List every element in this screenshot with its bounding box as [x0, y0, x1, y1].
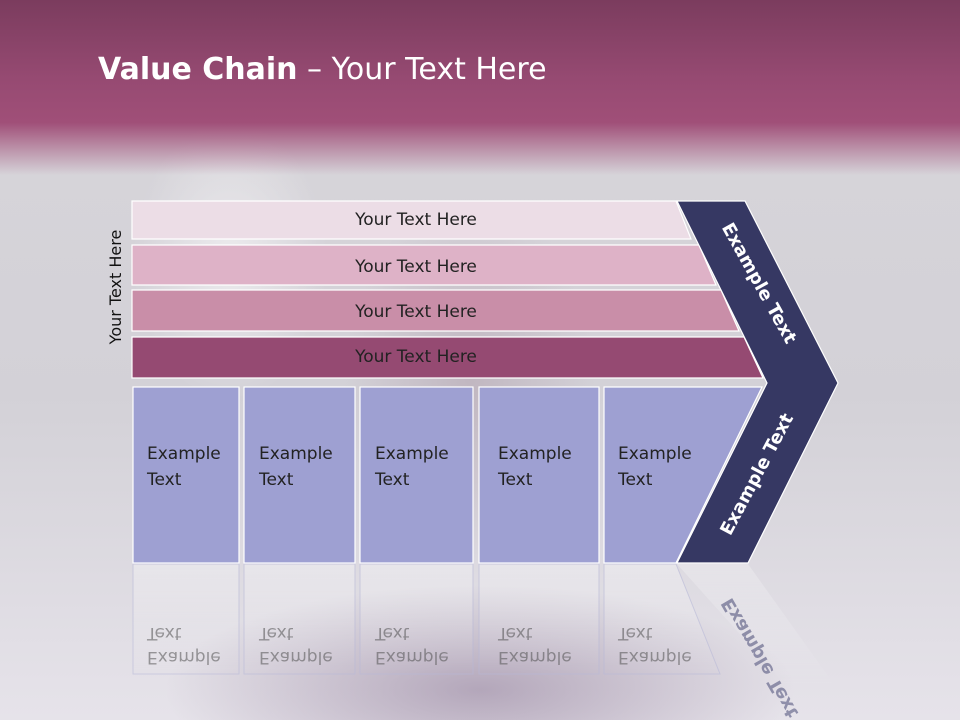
primary-activity-5[interactable]: [603, 386, 763, 564]
title-bold: Value Chain: [98, 52, 298, 87]
reflection-text: Example: [498, 647, 572, 667]
reflection-text: Example: [618, 647, 692, 667]
primary-activity-4-line1: Example: [498, 444, 572, 464]
support-band-3[interactable]: [131, 289, 740, 332]
primary-activity-5-line2: Text: [617, 470, 653, 490]
margin-chevron[interactable]: [676, 200, 839, 564]
reflection-text: Text: [258, 623, 294, 643]
reflection: Example Text Example Text Example Text E…: [132, 563, 838, 720]
primary-activity-5-line1: Example: [618, 444, 692, 464]
primary-activity-3-line2: Text: [374, 470, 410, 490]
primary-activity-4[interactable]: [478, 386, 600, 564]
primary-activity-3[interactable]: [359, 386, 474, 564]
reflection-column: [243, 563, 356, 675]
reflection-column: [478, 563, 600, 675]
reflection-text: Example: [375, 647, 449, 667]
primary-activity-1[interactable]: [132, 386, 240, 564]
reflection-text: Example: [147, 647, 221, 667]
primary-activity-2[interactable]: [243, 386, 356, 564]
title-rest: – Your Text Here: [297, 52, 547, 87]
reflection-column: [132, 563, 240, 675]
title-bar: [0, 0, 960, 175]
reflection-column: [603, 563, 721, 675]
reflection-text: Text: [374, 623, 410, 643]
slide-title[interactable]: Value Chain – Your Text Here: [98, 52, 547, 87]
primary-activity-2-line2: Text: [258, 470, 294, 490]
support-band-3-label: Your Text Here: [354, 302, 477, 322]
reflection-text: Text: [497, 623, 533, 643]
support-band-2[interactable]: [131, 244, 717, 286]
support-band-4[interactable]: [131, 336, 764, 379]
primary-activity-4-line2: Text: [497, 470, 533, 490]
support-band-1-label: Your Text Here: [354, 210, 477, 230]
primary-activity-3-line1: Example: [375, 444, 449, 464]
primary-activity-1-line1: Example: [147, 444, 221, 464]
primary-activity-2-line1: Example: [259, 444, 333, 464]
reflection-text: Text: [146, 623, 182, 643]
support-band-2-label: Your Text Here: [354, 257, 477, 277]
reflection-column: [359, 563, 474, 675]
primary-activity-1-line2: Text: [146, 470, 182, 490]
reflection-chevron: [677, 564, 838, 690]
support-band-1[interactable]: [131, 200, 692, 240]
support-band-4-label: Your Text Here: [354, 347, 477, 367]
reflection-text: Example: [259, 647, 333, 667]
reflection-text: Text: [617, 623, 653, 643]
